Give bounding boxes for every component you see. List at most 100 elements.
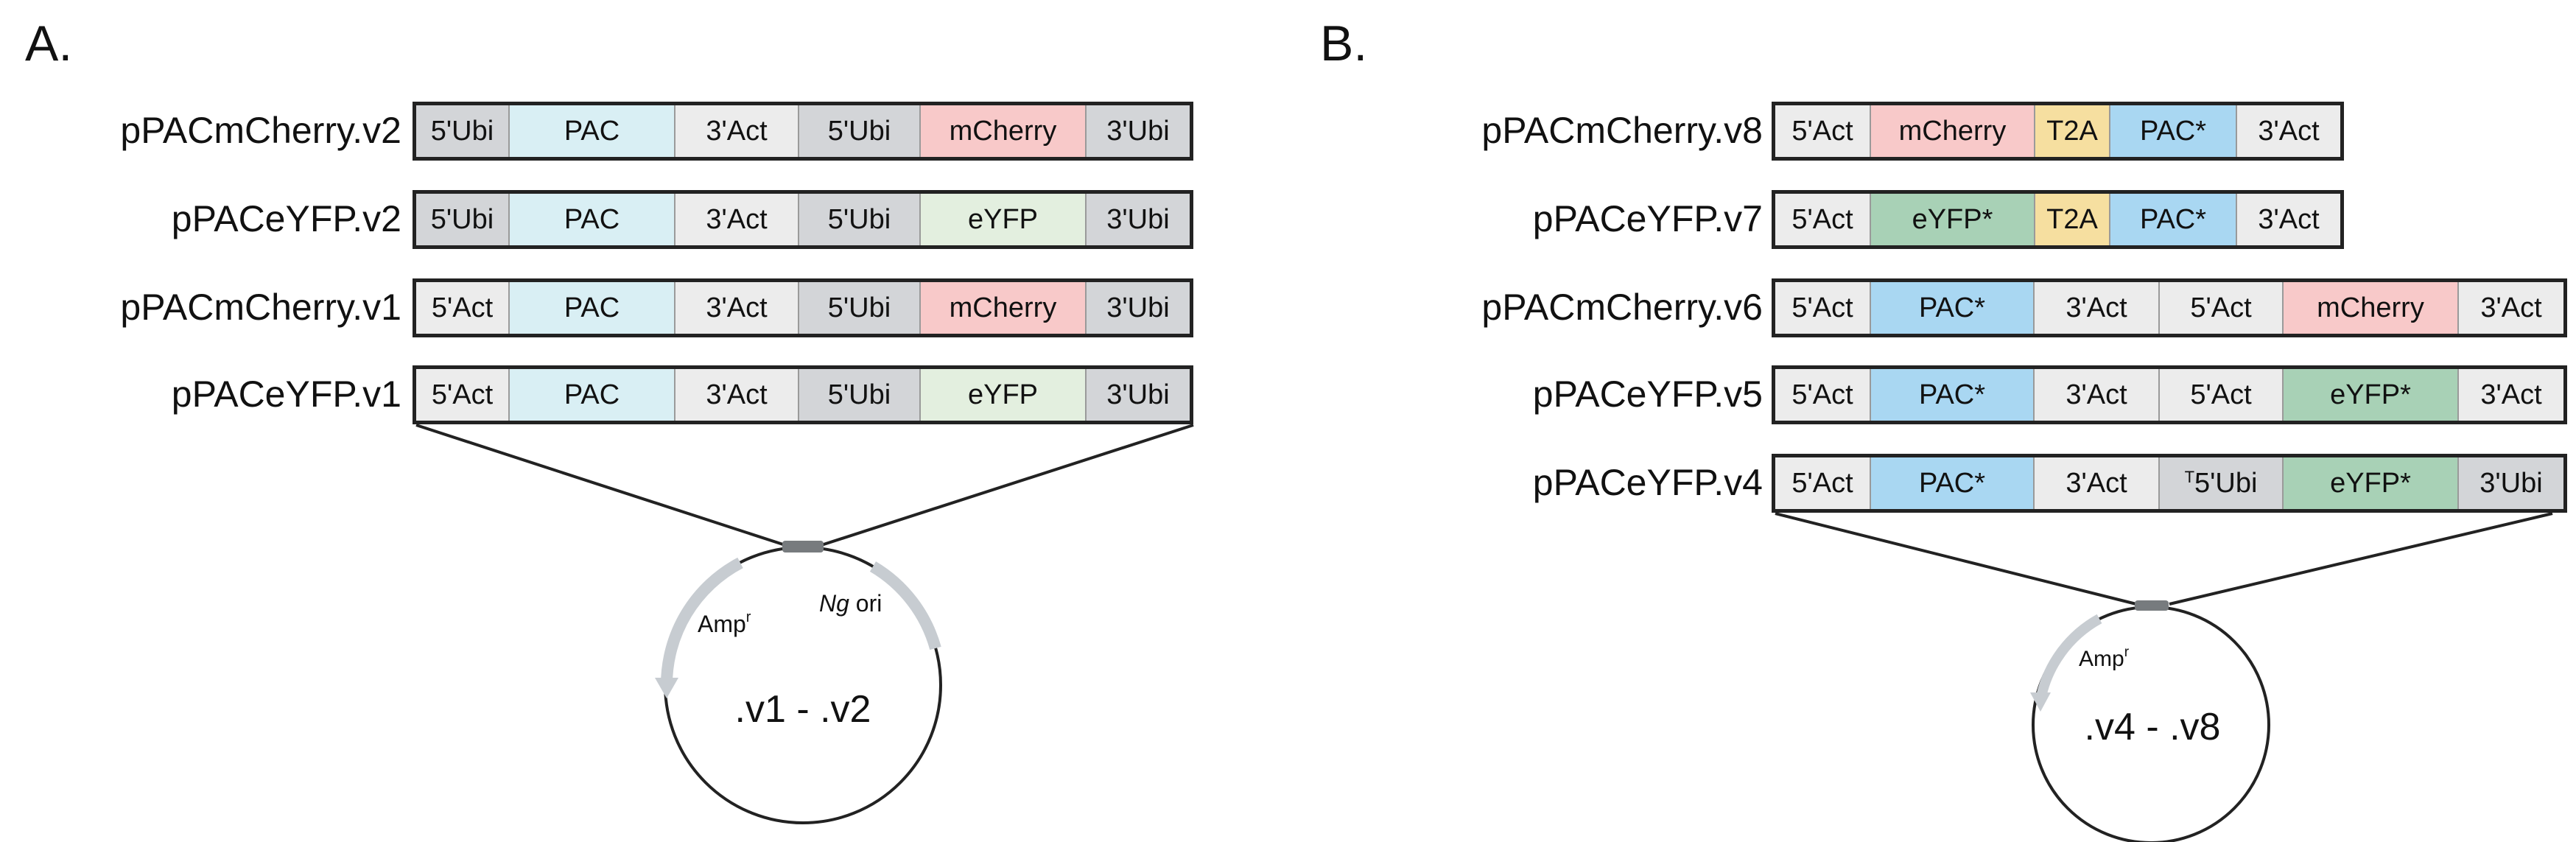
panel-a-amp-label: Ampr <box>698 609 751 637</box>
construct-name: pPACeYFP.v2 <box>171 198 401 239</box>
segment-pacstar: PAC* <box>1871 282 2035 334</box>
segment-label: 5'Act <box>431 292 494 323</box>
segment-label: 5'Act <box>2190 379 2252 410</box>
segment-label: mCherry <box>949 115 1057 147</box>
construct-name: pPACmCherry.v2 <box>120 110 401 151</box>
segment-label: T2A <box>2046 115 2098 147</box>
segment-label: 5'Act <box>1791 379 1853 410</box>
segment-label: PAC* <box>1918 467 1986 499</box>
segment-mcherry: mCherry <box>921 282 1087 334</box>
segment-label: PAC <box>564 203 620 235</box>
segment-ubi: 3'Ubi <box>1087 369 1190 421</box>
segment-label: eYFP <box>967 379 1039 410</box>
segment-ubi: 5'Ubi <box>416 105 510 157</box>
panel-b-connector-left <box>1775 512 2137 606</box>
segment-act: 5'Act <box>1775 457 1871 509</box>
segment-act: 3'Act <box>2237 194 2340 245</box>
segment-act: 3'Act <box>2237 105 2340 157</box>
segment-label: 3'Ubi <box>1106 203 1170 235</box>
segment-label: 3'Act <box>2066 467 2127 499</box>
segment-label: 3'Act <box>2480 292 2542 323</box>
segment-t2a: T2A <box>2035 105 2110 157</box>
segment-label: mCherry <box>949 292 1057 323</box>
construct-name: pPACmCherry.v8 <box>1481 110 1763 151</box>
segment-label: 3'Act <box>2258 203 2320 235</box>
panel-a-amp-arrowhead <box>655 678 678 698</box>
segment-mcherry: mCherry <box>921 105 1087 157</box>
segment-ubi: 3'Ubi <box>2459 457 2563 509</box>
segment-eyfp: eYFP <box>921 369 1087 421</box>
panel-b-insert-marker <box>2135 600 2169 611</box>
panel-b-plasmid-center-label: .v4 - .v8 <box>2085 706 2221 748</box>
segment-ubi: 3'Ubi <box>1087 282 1190 334</box>
construct-name: pPACeYFP.v1 <box>171 373 401 415</box>
construct-map: 5'Act mCherry T2A PAC* 3'Act <box>1772 102 2344 161</box>
segment-label: PAC* <box>1918 292 1986 323</box>
segment-pacstar: PAC* <box>2110 105 2237 157</box>
segment-label: 5'Ubi <box>430 115 494 147</box>
panel-a-connector-right <box>821 424 1194 547</box>
segment-label: 5'Act <box>1791 203 1853 235</box>
panel-a-ori-label: Ng ori <box>819 590 882 617</box>
panel-b-amp-arrow <box>2035 614 2102 701</box>
panel-a-plasmid-center-label: .v1 - .v2 <box>735 688 871 731</box>
segment-pac: PAC <box>510 194 675 245</box>
segment-label: PAC <box>564 379 620 410</box>
segment-label: 3'Act <box>2066 292 2127 323</box>
segment-label: 5'Act <box>1791 467 1853 499</box>
segment-act: 5'Act <box>2160 282 2284 334</box>
segment-label: 5'Ubi <box>827 115 891 147</box>
segment-label: 3'Ubi <box>1106 292 1170 323</box>
segment-pacstar: PAC* <box>2110 194 2237 245</box>
segment-label: 5'Ubi <box>2194 467 2258 499</box>
construct-map: 5'Ubi PAC 3'Act 5'Ubi eYFP 3'Ubi <box>413 190 1193 249</box>
segment-label: mCherry <box>1898 115 2007 147</box>
segment-ubi: 5'Ubi <box>416 194 510 245</box>
panel-b-connector-right <box>2169 512 2553 606</box>
panel-a-insert-marker <box>782 541 824 552</box>
segment-label: 5'Ubi <box>827 203 891 235</box>
segment-act: 3'Act <box>2035 457 2160 509</box>
segment-act: 3'Act <box>2035 282 2160 334</box>
segment-label: 5'Act <box>431 379 494 410</box>
segment-ubi: 5'Ubi <box>799 369 921 421</box>
segment-label: PAC* <box>2139 115 2207 147</box>
panel-b-amp-arrowhead <box>2030 692 2051 712</box>
panel-b-letter: B. <box>1320 15 1368 71</box>
segment-pacstar: PAC* <box>1871 369 2035 421</box>
segment-label: 5'Act <box>1791 115 1853 147</box>
segment-label: 5'Ubi <box>827 292 891 323</box>
segment-label: 3'Ubi <box>2480 467 2543 499</box>
segment-label: 3'Ubi <box>1106 115 1170 147</box>
segment-label: 3'Act <box>706 115 768 147</box>
segment-label: eYFP <box>967 203 1039 235</box>
panel-a-letter: A. <box>25 15 73 71</box>
construct-name: pPACeYFP.v5 <box>1532 373 1763 415</box>
segment-act: 5'Act <box>1775 105 1871 157</box>
segment-mcherry: mCherry <box>2284 282 2459 334</box>
segment-label: 5'Ubi <box>430 203 494 235</box>
segment-label: PAC <box>564 115 620 147</box>
segment-ubi: 3'Ubi <box>1087 194 1190 245</box>
segment-act: 3'Act <box>2459 282 2563 334</box>
segment-label: 3'Act <box>706 203 768 235</box>
segment-pac: PAC <box>510 369 675 421</box>
panel-a-connector-left <box>415 424 786 547</box>
segment-label: 5'Act <box>2190 292 2252 323</box>
segment-label: PAC <box>564 292 620 323</box>
construct-map: 5'Ubi PAC 3'Act 5'Ubi mCherry 3'Ubi <box>413 102 1193 161</box>
segment-act: 3'Act <box>675 369 799 421</box>
segment-act: 5'Act <box>2160 369 2284 421</box>
construct-name: pPACeYFP.v7 <box>1532 198 1763 239</box>
segment-act: 5'Act <box>416 369 510 421</box>
panel-b-amp-label: Ampr <box>2079 645 2130 671</box>
segment-act: 3'Act <box>675 105 799 157</box>
segment-label: 3'Act <box>2480 379 2542 410</box>
segment-ubi: 5'Ubi <box>799 105 921 157</box>
segment-pacstar: PAC* <box>1871 457 2035 509</box>
